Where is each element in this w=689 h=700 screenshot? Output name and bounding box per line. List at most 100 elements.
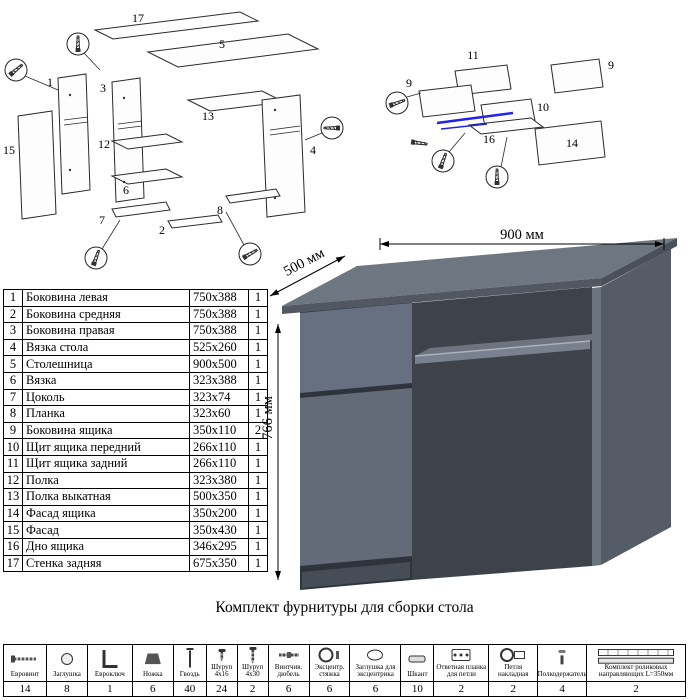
hardware-item: Шуруп 4x30 2 xyxy=(237,645,269,696)
hardware-item: Ножка 6 xyxy=(132,645,174,696)
part-name: Фасад ящика xyxy=(22,504,190,523)
part-name: Боковина средняя xyxy=(22,305,190,324)
fastener-detail-callout xyxy=(4,58,59,91)
hardware-name: Петля накладная xyxy=(497,662,529,679)
hardware-qty: 1 xyxy=(87,681,132,696)
desk-right-side-outer xyxy=(601,249,671,565)
part-number: 16 xyxy=(3,537,23,556)
part-number: 15 xyxy=(3,521,23,539)
dimension-height-label: 766 мм xyxy=(262,396,276,440)
hardware-name: Шуруп 4x16 xyxy=(211,662,233,679)
part-label: 5 xyxy=(219,37,225,51)
hardware-name: Заглушка xyxy=(52,670,81,679)
part-number: 3 xyxy=(3,322,23,340)
hardware-qty: 2 xyxy=(489,681,538,696)
part-number: 10 xyxy=(3,438,23,456)
part-number: 1 xyxy=(3,289,23,307)
drawer-side-9-left xyxy=(418,84,476,118)
hardware-name: Гвоздь xyxy=(179,670,200,679)
dimension-depth-label: 500 мм xyxy=(281,245,327,280)
part-label: 12 xyxy=(98,137,110,151)
part-size: 750x388 xyxy=(189,289,249,307)
hardware-name: Эксцентр. стяжка xyxy=(314,662,345,679)
part-name: Вязка xyxy=(22,371,190,390)
hardware-qty: 6 xyxy=(350,681,401,696)
table-row: 17 Стенка задняя 675x350 1 xyxy=(3,554,268,573)
table-row: 10 Щит ящика передний 266x110 1 xyxy=(3,438,268,456)
hardware-kit-title: Комплект фурнитуры для сборки стола xyxy=(215,599,474,616)
part-label: 9 xyxy=(608,58,614,72)
part-size: 323x74 xyxy=(189,388,249,407)
hardware-qty: 4 xyxy=(538,681,587,696)
exploded-view-left: 17 5 1 3 13 12 15 6 7 2 8 4 xyxy=(3,11,344,270)
fastener-detail-callout xyxy=(385,91,422,115)
table-row: 3 Боковина правая 750x388 1 xyxy=(3,322,268,340)
hardware-icon xyxy=(490,646,536,664)
part-label: 8 xyxy=(217,203,223,217)
part-number: 8 xyxy=(3,405,23,423)
hardware-qty: 2 xyxy=(434,681,489,696)
hardware-icon xyxy=(311,646,349,664)
hardware-icon xyxy=(5,646,45,671)
drawer-slide-highlight xyxy=(436,111,514,125)
hardware-item: Петля накладная 2 xyxy=(489,645,539,696)
hardware-item-top: Ножка xyxy=(133,645,173,681)
part-size: 266x110 xyxy=(189,454,249,473)
desk-interior xyxy=(412,287,592,580)
part-number: 7 xyxy=(3,388,23,407)
hardware-qty: 10 xyxy=(401,681,434,696)
hardware-qty: 24 xyxy=(206,681,237,696)
part-number: 12 xyxy=(3,471,23,490)
part-name: Цоколь xyxy=(22,388,190,407)
part-size: 350x110 xyxy=(189,421,249,440)
hardware-icon xyxy=(402,646,432,671)
table-row: 2 Боковина средняя 750x388 1 xyxy=(3,305,268,324)
hardware-item-top: Заглушка для эксцентрика xyxy=(350,645,400,681)
hardware-item: Эксцентр. стяжка 6 xyxy=(309,645,351,696)
fastener-detail-callout xyxy=(225,211,262,266)
part-label: 2 xyxy=(159,223,165,237)
part-label: 4 xyxy=(310,143,316,157)
hardware-qty: 8 xyxy=(46,681,87,696)
part-number: 13 xyxy=(3,488,23,506)
fastener-detail-callout xyxy=(84,219,121,270)
part-size: 323x60 xyxy=(189,405,249,423)
fastener-detail-callout xyxy=(304,116,344,141)
part-name: Щит ящика задний xyxy=(22,454,190,473)
part-size: 350x200 xyxy=(189,504,249,523)
drawer-slide-highlight xyxy=(440,123,488,130)
fastener-detail-callout xyxy=(66,32,101,71)
desk-top-surface xyxy=(282,238,677,306)
dimension-height: 766 мм xyxy=(262,324,281,580)
part-number: 5 xyxy=(3,355,23,373)
part-name: Полка выкатная xyxy=(22,488,190,506)
hardware-item: Заглушка 8 xyxy=(46,645,88,696)
hardware-item: Комплект роликовых направляющих L=350мм … xyxy=(587,645,685,696)
fastener-detail-callout xyxy=(431,132,466,173)
part-qty: 1 xyxy=(248,454,268,473)
part-number: 17 xyxy=(3,554,23,573)
drawer-fasad-14 xyxy=(534,120,606,166)
hardware-item-top: Шуруп 4x30 xyxy=(238,645,268,681)
part-name: Щит ящика передний xyxy=(22,438,190,456)
hardware-item-top: Евровинт xyxy=(4,645,46,681)
desk-drawer-front xyxy=(300,303,412,393)
hardware-item: Евровинт 14 xyxy=(4,645,47,696)
drawer-side-9-right xyxy=(550,58,604,94)
part-size: 750x388 xyxy=(189,322,249,340)
part-qty: 1 xyxy=(248,554,268,573)
parts-table: 1 Боковина левая 750x388 1 2 Боковина ср… xyxy=(3,289,268,573)
panel-back-17 xyxy=(93,11,260,40)
part-label: 3 xyxy=(100,81,106,95)
hardware-icon xyxy=(539,646,585,671)
keyboard-tray-front xyxy=(415,341,590,364)
part-size: 750x388 xyxy=(189,305,249,324)
part-label: 11 xyxy=(467,48,479,62)
hardware-icon xyxy=(48,646,86,671)
hardware-item-top: Шкант xyxy=(401,645,433,681)
table-row: 13 Полка выкатная 500x350 1 xyxy=(3,488,268,506)
part-qty: 1 xyxy=(248,537,268,556)
drawer-bottom-16 xyxy=(467,117,545,135)
part-name: Фасад xyxy=(22,521,190,539)
table-row: 16 Дно ящика 346x295 1 xyxy=(3,537,268,556)
